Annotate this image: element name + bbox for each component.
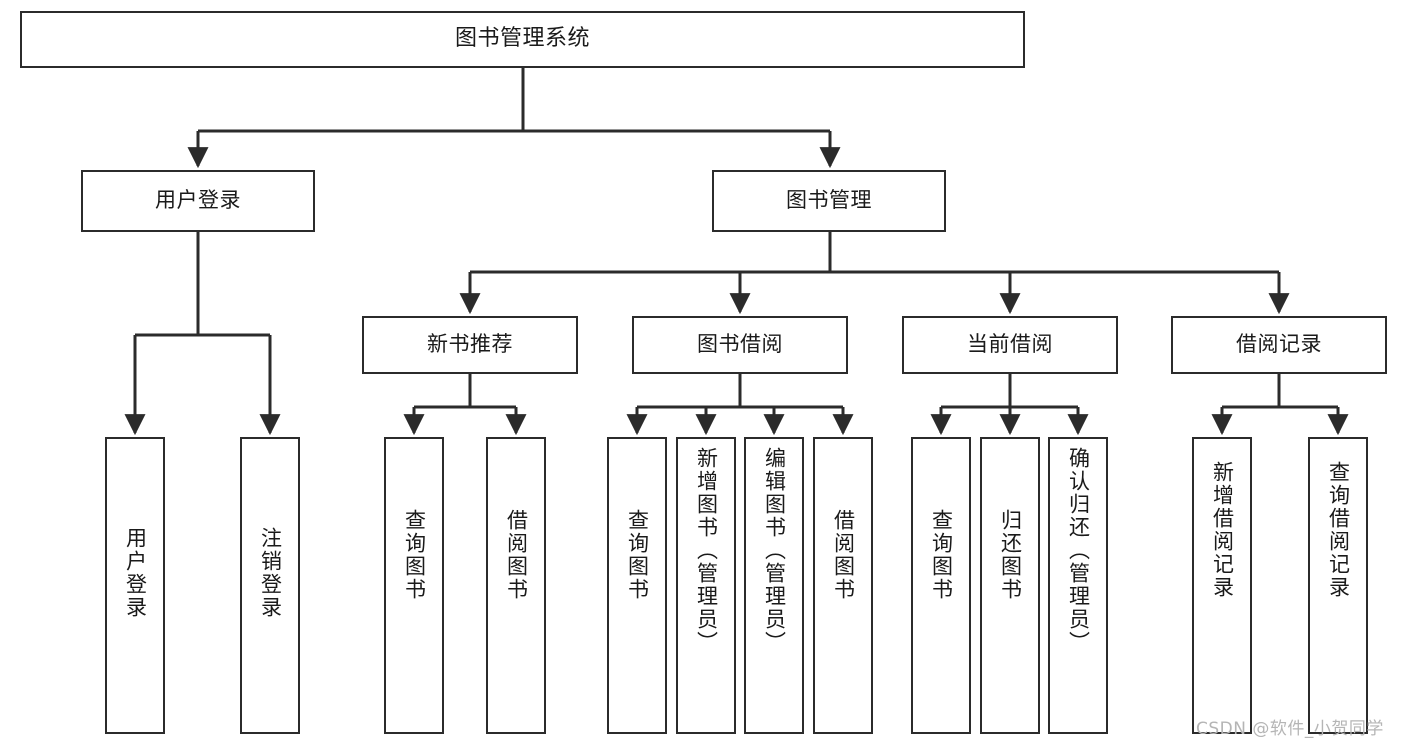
node-current-borrow[interactable]: 当前借阅 — [902, 316, 1118, 374]
node-label: 确认归还（管理员） — [1066, 447, 1091, 654]
node-new-book-recommend[interactable]: 新书推荐 — [362, 316, 578, 374]
leaf-current-borrow-query[interactable]: 查询图书 — [911, 437, 971, 734]
node-label: 新书推荐 — [427, 332, 513, 357]
node-label: 新增图书（管理员） — [694, 447, 719, 654]
leaf-borrow-record-add[interactable]: 新增借阅记录 — [1192, 437, 1252, 734]
leaf-user-login-login[interactable]: 用户登录 — [105, 437, 165, 734]
node-root-system[interactable]: 图书管理系统 — [20, 11, 1025, 68]
node-label: 归还图书 — [998, 509, 1023, 601]
node-label: 图书管理 — [786, 188, 872, 213]
node-borrow-record[interactable]: 借阅记录 — [1171, 316, 1387, 374]
node-label: 借阅图书 — [831, 509, 856, 601]
leaf-book-borrow-add[interactable]: 新增图书（管理员） — [676, 437, 736, 734]
node-label: 用户登录 — [155, 188, 241, 213]
leaf-book-borrow-borrow[interactable]: 借阅图书 — [813, 437, 873, 734]
leaf-borrow-record-query[interactable]: 查询借阅记录 — [1308, 437, 1368, 734]
node-label: 查询图书 — [625, 509, 650, 601]
leaf-user-login-logout[interactable]: 注销登录 — [240, 437, 300, 734]
node-label: 注销登录 — [258, 527, 283, 619]
leaf-new-book-query[interactable]: 查询图书 — [384, 437, 444, 734]
node-book-borrow[interactable]: 图书借阅 — [632, 316, 848, 374]
node-label: 借阅图书 — [504, 509, 529, 601]
node-label: 编辑图书（管理员） — [762, 447, 787, 654]
leaf-book-borrow-query[interactable]: 查询图书 — [607, 437, 667, 734]
node-label: 图书管理系统 — [454, 26, 590, 52]
leaf-current-borrow-return[interactable]: 归还图书 — [980, 437, 1040, 734]
node-label: 查询图书 — [929, 509, 954, 601]
leaf-book-borrow-edit[interactable]: 编辑图书（管理员） — [744, 437, 804, 734]
node-label: 查询借阅记录 — [1326, 461, 1351, 599]
watermark: CSDN @软件_小贺同学 — [1196, 719, 1384, 739]
node-label: 借阅记录 — [1236, 332, 1322, 357]
node-label: 查询图书 — [402, 509, 427, 601]
node-user-login[interactable]: 用户登录 — [81, 170, 315, 232]
leaf-new-book-borrow[interactable]: 借阅图书 — [486, 437, 546, 734]
node-book-manage[interactable]: 图书管理 — [712, 170, 946, 232]
node-label: 当前借阅 — [967, 332, 1053, 357]
node-label: 新增借阅记录 — [1210, 461, 1235, 599]
leaf-current-borrow-confirm[interactable]: 确认归还（管理员） — [1048, 437, 1108, 734]
node-label: 图书借阅 — [697, 332, 783, 357]
node-label: 用户登录 — [123, 527, 148, 619]
